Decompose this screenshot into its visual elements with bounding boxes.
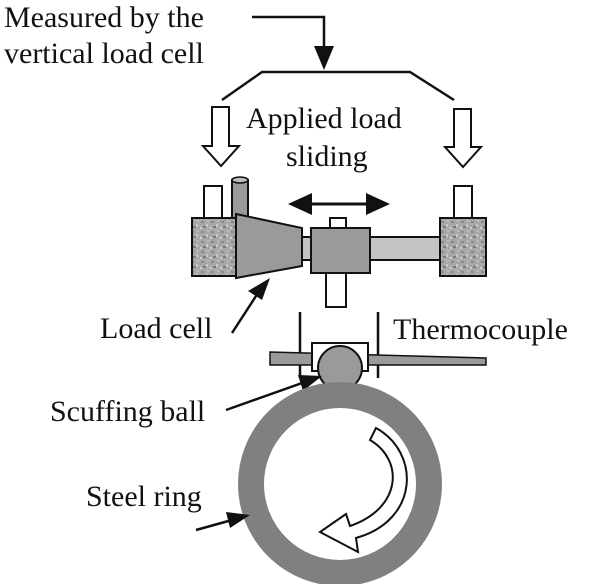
right-load-arrow-icon [442, 108, 484, 169]
scuffing-ball-pointer-arrow [225, 375, 322, 412]
label-steel-ring: Steel ring [86, 480, 202, 513]
load-beam-assembly [191, 176, 487, 308]
steel-ring-shape [238, 382, 442, 584]
left-granite-block [191, 217, 237, 277]
label-load-cell: Load cell [100, 312, 212, 345]
measured-load-arrow [252, 15, 334, 70]
right-post [453, 185, 473, 221]
sliding-double-arrow-icon [288, 193, 390, 215]
label-applied-line1: Applied load [246, 102, 402, 135]
left-load-arrow-icon [200, 106, 242, 168]
label-measured-line2: vertical load cell [4, 37, 204, 70]
load-cell-pointer-arrow [230, 278, 270, 334]
right-granite-block [439, 217, 487, 277]
ball-holder-shaft [325, 272, 347, 308]
label-thermocouple: Thermocouple [393, 313, 568, 346]
ball-holder [269, 312, 487, 391]
left-post [203, 185, 223, 221]
load-distribution-bracket [221, 70, 455, 102]
label-applied-line2: sliding [286, 140, 368, 173]
label-scuffing-ball: Scuffing ball [50, 395, 205, 428]
sliding-block [310, 227, 371, 274]
steel-ring-pointer-arrow [195, 512, 250, 532]
load-cell-body [235, 212, 303, 280]
rotation-arrow-icon [318, 426, 408, 554]
label-measured-line1: Measured by the [4, 1, 204, 34]
